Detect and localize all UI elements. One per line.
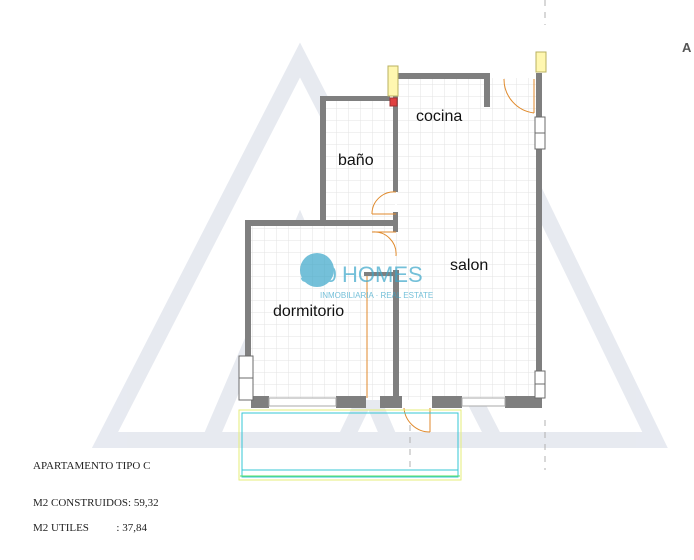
floor-tiles (249, 78, 539, 400)
logo-watermark: 340 HOMES INMOBILIARIA · REAL ESTATE (300, 253, 433, 300)
room-label-bedroom: dormitorio (273, 303, 344, 320)
terrace (238, 409, 462, 481)
built-area: M2 CONSTRUIDOS: 59,32 (33, 497, 159, 509)
walls (245, 73, 542, 408)
apartment-type: APARTAMENTO TIPO C (33, 460, 151, 472)
column-details (387, 51, 547, 107)
reference-lines (409, 0, 546, 470)
room-label-bathroom: baño (338, 152, 374, 169)
corner-letter: A (682, 40, 692, 55)
door-swings (366, 78, 535, 433)
logo-subtitle: INMOBILIARIA · REAL ESTATE (320, 291, 433, 300)
windows (238, 116, 546, 407)
room-label-living: salon (450, 257, 488, 274)
useful-area: M2 UTILES : 37,84 (33, 522, 147, 534)
logo-word: HOMES (342, 262, 423, 287)
logo-number: 340 (300, 262, 337, 287)
room-label-kitchen: cocina (416, 108, 462, 125)
